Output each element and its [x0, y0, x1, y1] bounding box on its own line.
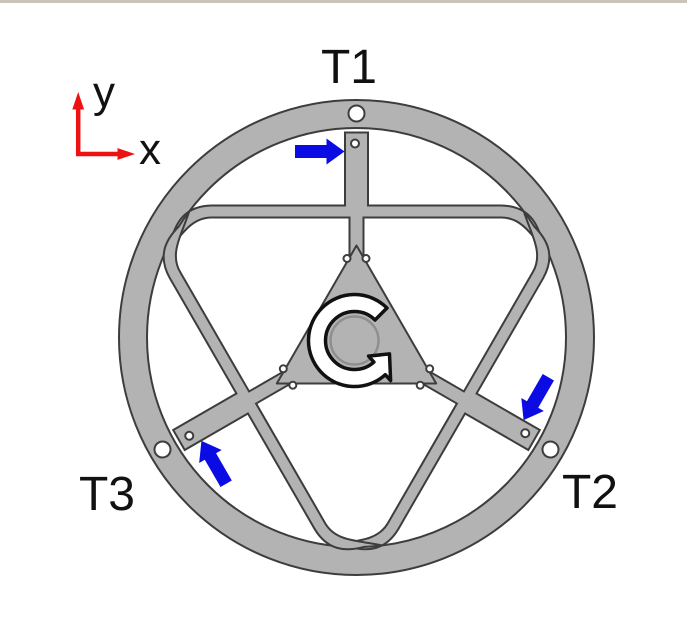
rim-hole — [541, 440, 560, 459]
y-axis-arrowhead — [72, 92, 85, 110]
hub-notch — [288, 380, 298, 390]
rotation-arrow-inner-disc — [329, 315, 380, 366]
x-axis-arrowhead — [117, 148, 135, 160]
y-axis-label: y — [93, 68, 115, 117]
force-arrow-icon — [199, 440, 232, 488]
force-arrow-icon — [295, 138, 345, 165]
mechanism-diagram: y x T1 T2 T3 — [72, 41, 618, 576]
bar-hole — [520, 428, 531, 439]
label-t3: T3 — [79, 468, 135, 521]
rim-hole — [347, 104, 366, 123]
force-arrow-icon — [521, 373, 554, 421]
axis-lines — [75, 109, 118, 157]
x-axis-label: x — [139, 125, 161, 174]
rotation-arrow-band — [306, 292, 393, 389]
rim-hole — [153, 440, 172, 459]
label-t2: T2 — [562, 466, 618, 519]
label-t1: T1 — [321, 41, 377, 94]
xy-coordinate-axes: y x — [72, 68, 161, 174]
hub-notch — [415, 380, 425, 390]
hub-notch — [361, 254, 371, 263]
rotation-ccw-arrow-icon — [306, 292, 393, 389]
bar-hole — [184, 430, 195, 441]
bar-hole — [350, 138, 360, 149]
hub-notch — [425, 364, 435, 374]
hub-notch — [278, 364, 288, 374]
hub-notches — [278, 254, 435, 390]
hub-notch — [342, 254, 352, 263]
flexure-wheel — [118, 99, 595, 576]
